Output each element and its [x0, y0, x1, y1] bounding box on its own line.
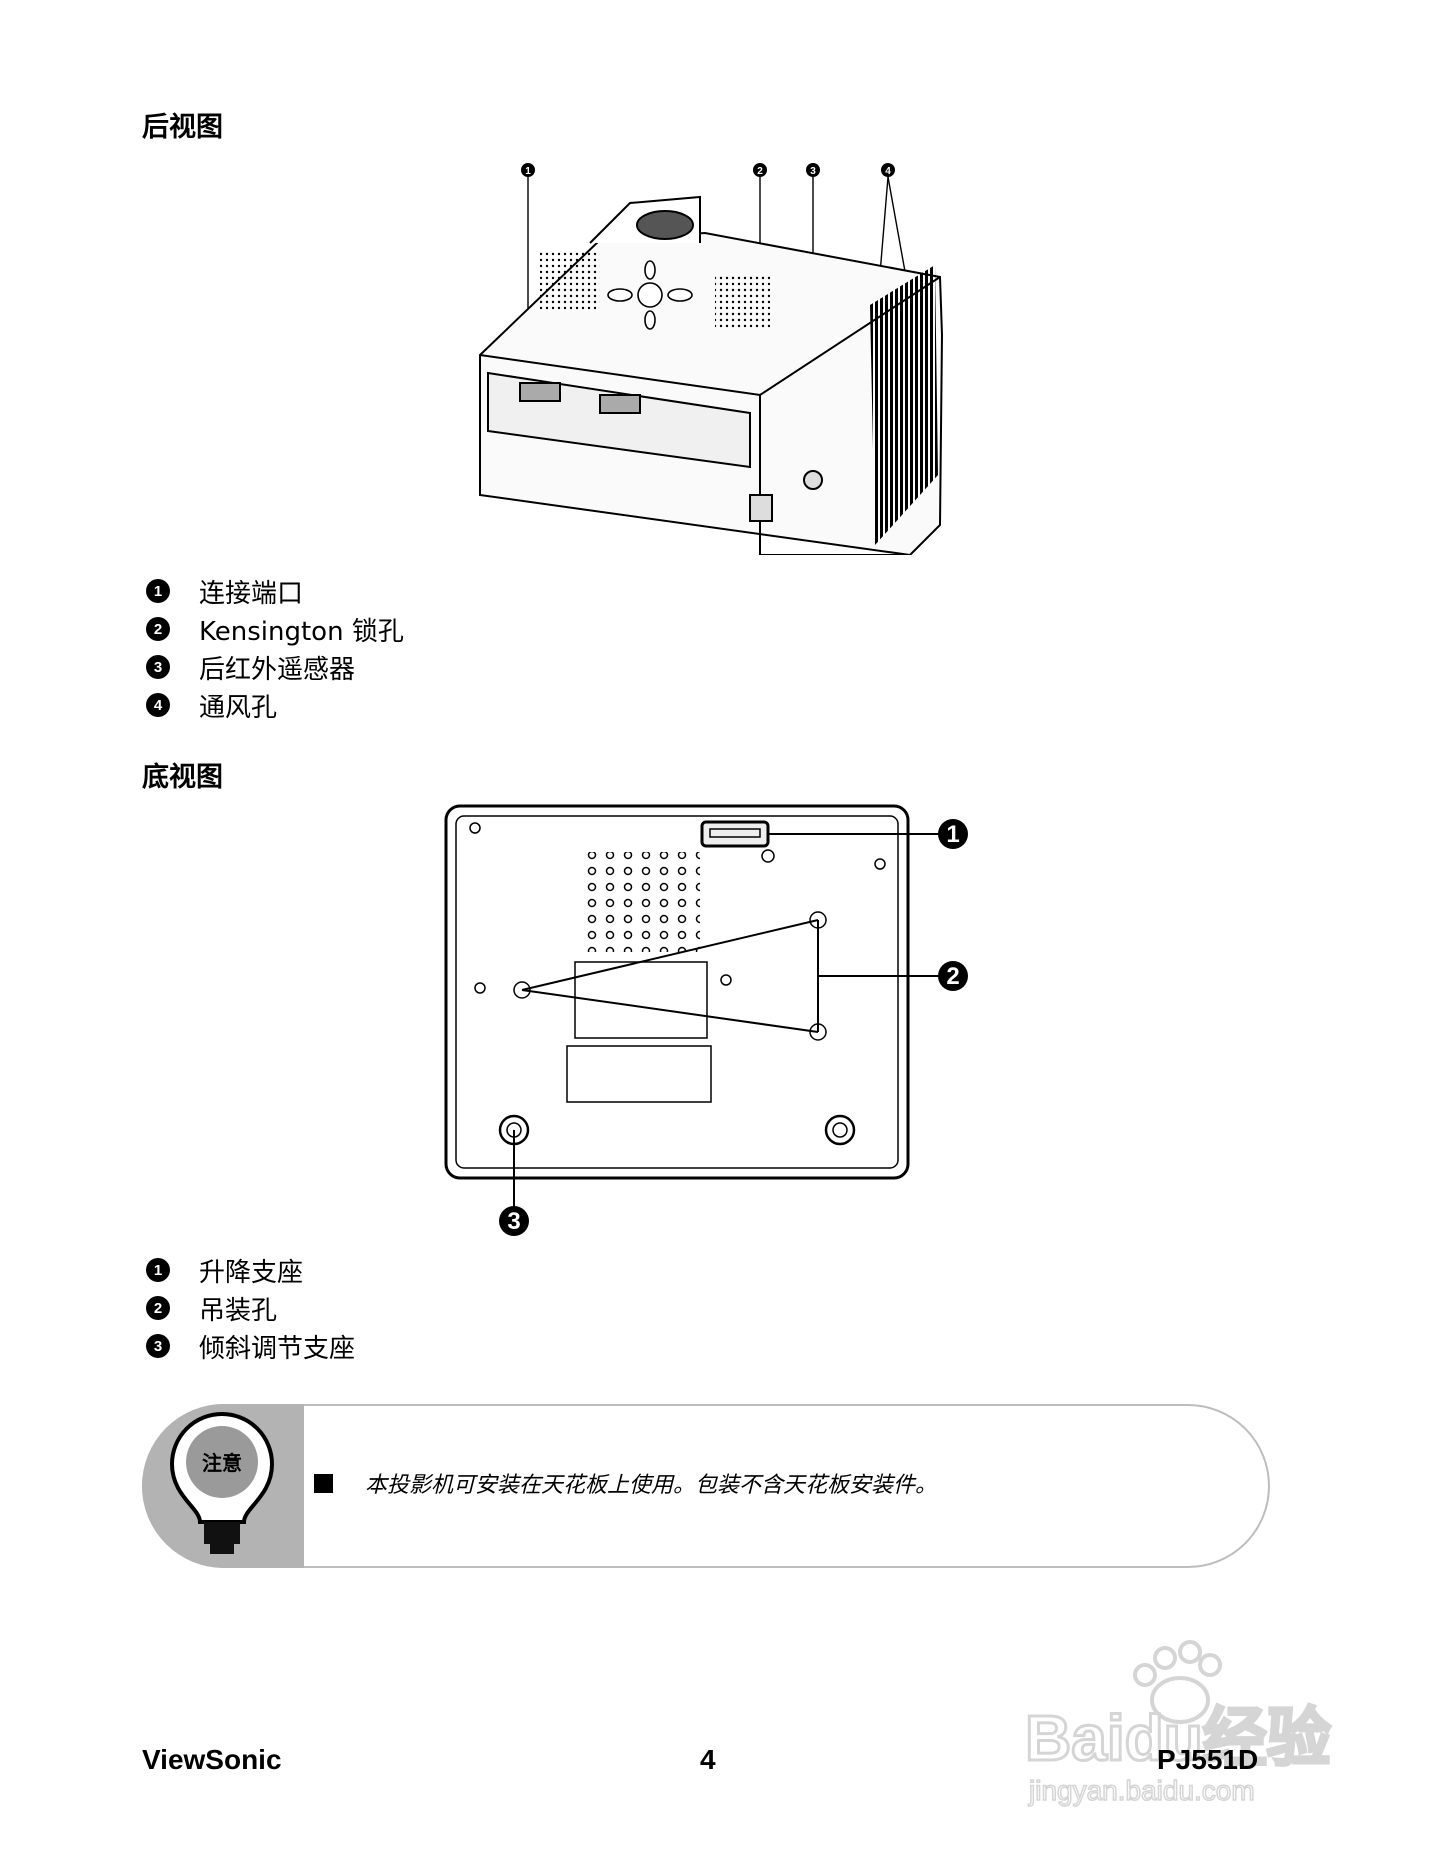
legend-number: 1: [146, 579, 170, 603]
footer-page-number: 4: [700, 1744, 716, 1775]
legend-item: 3 后红外遥感器: [146, 648, 404, 686]
legend-number: 1: [146, 1258, 170, 1282]
watermark-url: jingyan.baidu.com: [1028, 1775, 1255, 1806]
legend-label: 吊装孔: [199, 1295, 278, 1326]
legend-item: 3 倾斜调节支座: [146, 1327, 355, 1365]
legend-number: 3: [146, 655, 170, 679]
bottom-callout-2: 2: [946, 963, 959, 990]
note-box: 注意 本投影机可安装在天花板上使用。包装不含天花板安装件。: [142, 1404, 1270, 1568]
rear-callout-3: 3: [810, 166, 816, 177]
legend-label: 通风孔: [199, 692, 278, 723]
bottom-view-heading: 底视图: [142, 762, 223, 793]
rear-callout-4: 4: [885, 166, 891, 177]
note-message: 本投影机可安装在天花板上使用。包装不含天花板安装件。: [365, 1473, 938, 1498]
rear-callout-1: 1: [525, 166, 531, 177]
legend-number: 4: [146, 693, 170, 717]
legend-label: 后红外遥感器: [199, 654, 356, 685]
bottom-view-legend: 1 升降支座 2 吊装孔 3 倾斜调节支座: [146, 1251, 355, 1365]
note-badge: 注意: [202, 1451, 242, 1475]
legend-number: 2: [146, 617, 170, 641]
rear-view-legend: 1 连接端口 2 Kensington 锁孔 3 后红外遥感器 4 通风孔: [146, 572, 404, 724]
note-content: 本投影机可安装在天花板上使用。包装不含天花板安装件。: [314, 1467, 937, 1499]
footer-model: PJ551D: [1157, 1744, 1259, 1775]
lightbulb-icon: 注意: [169, 1412, 275, 1554]
watermark-logo: Baidu经验: [1025, 1702, 1331, 1774]
rear-view-heading: 后视图: [142, 112, 223, 143]
baidu-paw-icon: Baidu经验 jingyan.baidu.com: [1024, 1640, 1332, 1807]
bottom-callout-3: 3: [507, 1208, 520, 1235]
rear-callout-2: 2: [757, 166, 763, 177]
legend-label: 连接端口: [199, 578, 304, 609]
note-side-panel: 注意: [142, 1404, 304, 1568]
legend-label: 升降支座: [199, 1257, 304, 1288]
legend-label: Kensington 锁孔: [199, 616, 404, 647]
legend-number: 3: [146, 1334, 170, 1358]
legend-item: 1 升降支座: [146, 1251, 355, 1289]
legend-number: 2: [146, 1296, 170, 1320]
legend-item: 4 通风孔: [146, 686, 404, 724]
bottom-callout-1: 1: [946, 821, 959, 848]
bullet-square-icon: [314, 1473, 333, 1493]
bottom-view-illustration: 1 2 3: [444, 804, 968, 1236]
legend-item: 2 吊装孔: [146, 1289, 355, 1327]
legend-item: 2 Kensington 锁孔: [146, 610, 404, 648]
baidu-watermark: Baidu经验 jingyan.baidu.com: [1015, 1630, 1355, 1810]
footer-brand: ViewSonic: [142, 1744, 282, 1775]
legend-item: 1 连接端口: [146, 572, 404, 610]
rear-view-illustration: 1 2 3 4: [479, 163, 944, 555]
legend-label: 倾斜调节支座: [199, 1333, 356, 1364]
